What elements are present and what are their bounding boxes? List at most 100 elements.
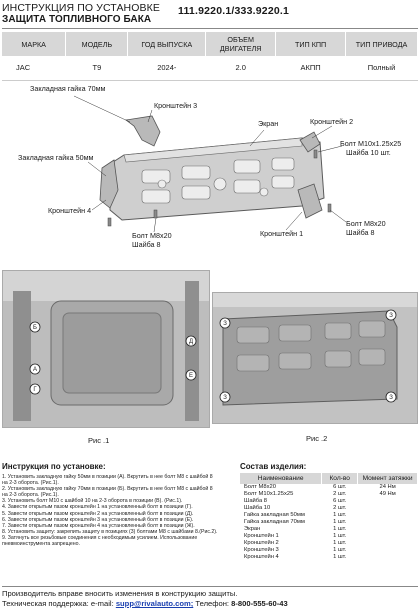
spec-data-row: JAC T9 2024- 2.0 АКПП Полный [2,56,418,81]
kit-table: Наименование Кол-во Момент затяжки Болт … [240,473,418,561]
kit-item-name: Гайка закладная 70мм [244,519,305,525]
svg-text:Б: Б [33,325,37,331]
figure-1-drawing: Б А Г Д Е [3,271,209,427]
instruction-step: на 2-3 оборота. (Рис.1). [2,480,59,487]
kit-col-name: Наименование [240,473,323,484]
spec-year: 2024- [127,56,206,81]
kit-item-torque [358,526,418,533]
kit-item-qty: 1 шт. [333,540,347,546]
kit-item-qty: 2 шт. [333,491,347,497]
instructions-list: 1. Установить закладную гайку 50мм в поз… [2,474,238,547]
instruction-step: 7. Завести открытым пазом кронштейн 4 на… [2,522,195,529]
kit-item-name: Болт М10х1.25х25 [244,491,294,497]
spec-col-drive: ТИП ПРИВОДА [345,32,418,56]
label-nut-70: Закладная гайка 70мм [30,84,106,93]
instruction-step: 3. Установить болт М10 с шайбой 10 на 2-… [2,498,183,505]
spec-brand: JAC [2,56,66,81]
installation-instructions: Инструкция по установке: 1. Установить з… [2,462,238,547]
label-nut-50: Закладная гайка 50мм [18,153,94,162]
label-bracket-3: Кронштейн 3 [154,101,198,110]
kit-item-name: Кронштейн 2 [244,540,279,546]
svg-text:Е: Е [189,373,193,379]
product-title: ЗАЩИТА ТОПЛИВНОГО БАКА [2,14,152,25]
spec-engine: 2.0 [205,56,276,81]
kit-item-qty: 1 шт. [333,554,347,560]
kit-item-name: Гайка закладная 50мм [244,512,305,518]
label-bolt-m8-right-line1: Болт М8х20 [346,219,386,228]
instruction-step: 8. Установить защиту: закрепить защиту в… [2,528,218,535]
label-bolt-m8-left-line1: Болт М8х20 [132,231,172,240]
leader-lines [73,95,347,233]
kit-row: Болт М10х1.25х25 2 шт. 49 Нм [240,491,418,498]
kit-item-name: Шайба 10 [244,505,271,511]
svg-text:З: З [389,313,393,319]
kit-item-torque [358,554,418,561]
document-footer: Производитель вправе вносить изменения в… [2,586,418,609]
diagram-drawing [73,95,347,233]
kit-col-torque: Момент затяжки [357,473,418,484]
instruction-step: на 2-3 оборота. (Рис.1). [2,492,59,499]
spec-model: T9 [65,56,128,81]
svg-text:Д: Д [189,339,193,345]
instruction-step: пневмоинструмента запрещено. [2,541,80,548]
kit-item-qty: 6 шт. [333,498,347,504]
kit-item-torque: 24 Нм [379,484,396,490]
kit-row: Болт М8х20 6 шт. 24 Нм [240,484,418,491]
instructions-title: Инструкция по установке: [2,462,106,471]
header-divider [2,28,418,29]
figure-1-photo: Б А Г Д Е [2,270,210,428]
label-bolt-m10: Болт М10х1.25х25 Шайба 10 шт. [340,139,401,157]
kit-col-qty: Кол-во [321,473,359,484]
label-bracket-4: Кронштейн 4 [48,206,92,215]
label-bolt-m8-right: Болт М8х20 Шайба 8 [346,219,386,237]
shield-edge [123,137,303,163]
label-bolt-m8-left: Болт М8х20 Шайба 8 [132,231,172,249]
footer-phone-label: Телефон: [195,599,230,608]
kit-header-row: Наименование Кол-во Момент затяжки [240,473,418,484]
bracket-2-shape [299,131,321,153]
svg-text:З: З [389,395,393,401]
svg-text:З: З [223,321,227,327]
spec-gearbox: АКПП [275,56,346,81]
spec-col-year: ГОД ВЫПУСКА [127,32,207,56]
shield-cutouts [141,157,295,204]
spec-col-gearbox: ТИП КПП [275,32,347,56]
footer-support-line: Техническая поддержка: e-mail: supp@riva… [2,599,418,609]
label-bolt-m8-right-line2: Шайба 8 [346,227,375,237]
spec-col-brand: МАРКА [2,32,67,56]
svg-text:А: А [33,367,37,373]
svg-text:Г: Г [33,387,37,393]
figure-1-caption: Рис .1 [88,436,110,445]
kit-row: Шайба 8 6 шт. [240,498,418,505]
kit-row: Кронштейн 2 1 шт. [240,540,418,547]
kit-contents: Состав изделия: Наименование Кол-во Моме… [240,462,418,561]
instruction-step: 6. Завести открытым пазом кронштейн 3 на… [2,516,194,523]
kit-item-qty: 1 шт. [333,533,347,539]
exploded-assembly-diagram: Закладная гайка 70мм Кронштейн 3 Экран К… [2,80,418,260]
kit-item-name: Болт М8х20 [244,484,276,490]
instruction-step: 2. Установить закладную гайку 70мм в поз… [2,486,213,493]
kit-item-name: Кронштейн 4 [244,554,279,560]
kit-item-torque [358,519,418,526]
kit-item-name: Шайба 8 [244,498,268,504]
product-code: 111.9220.1/333.9220.1 [178,5,290,17]
label-bracket-2: Кронштейн 2 [310,117,354,126]
kit-title: Состав изделия: [240,462,307,471]
instruction-step: 1. Установить закладную гайку 50мм в поз… [2,474,213,480]
kit-item-qty: 6 шт. [333,484,347,490]
instruction-step: 5. Завести открытым пазом кронштейн 2 на… [2,510,194,517]
kit-item-torque: 49 Нм [379,491,396,497]
kit-row: Кронштейн 4 1 шт. [240,554,418,561]
spec-header-row: МАРКА МОДЕЛЬ ГОД ВЫПУСКА ОБЪЕМ ДВИГАТЕЛЯ… [2,32,418,56]
figure-2-caption: Рис .2 [306,434,328,443]
kit-item-torque [358,540,418,547]
kit-item-torque [358,505,418,512]
document-header: ИНСТРУКЦИЯ ПО УСТАНОВКЕ ЗАЩИТА ТОПЛИВНОГ… [2,2,172,26]
support-email-link[interactable]: supp@rivalauto.com; [115,599,194,608]
kit-item-qty: 2 шт. [333,505,347,511]
